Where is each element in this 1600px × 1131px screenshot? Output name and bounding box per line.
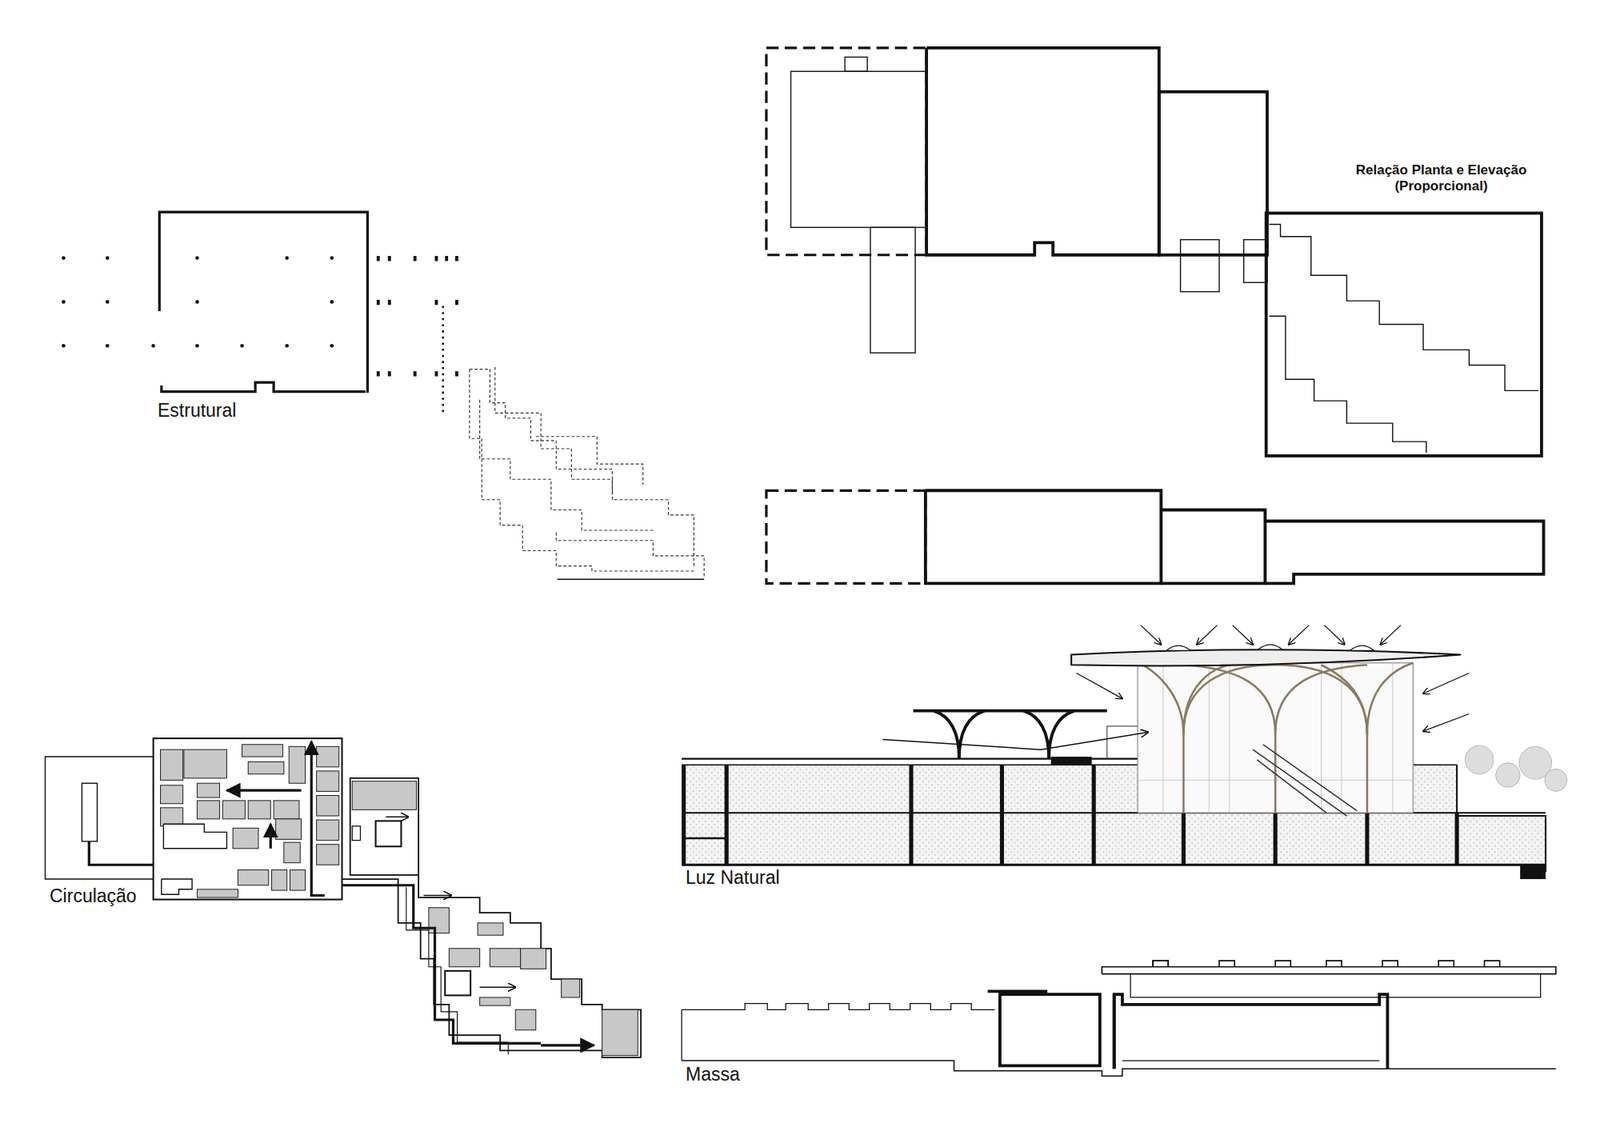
plan-diagram bbox=[766, 48, 1542, 456]
circulation-plan bbox=[44, 738, 641, 1058]
elevation-diagram bbox=[766, 490, 1544, 584]
diagram-label: Estrutural bbox=[157, 400, 236, 423]
mass-section bbox=[681, 960, 1556, 1076]
structural-grid-dotted bbox=[441, 306, 444, 414]
diagram-label: Circulação bbox=[49, 885, 137, 908]
diagram-label: Luz Natural bbox=[685, 867, 780, 890]
structural-walls bbox=[159, 212, 368, 393]
structural-stairs-dashed bbox=[469, 367, 704, 576]
natural-light-section bbox=[681, 625, 1568, 880]
diagram-label: Massa bbox=[685, 1064, 740, 1087]
diagram-label: Relação Planta e Elevação (Proporcional) bbox=[1350, 162, 1532, 196]
structural-plan bbox=[61, 256, 459, 376]
